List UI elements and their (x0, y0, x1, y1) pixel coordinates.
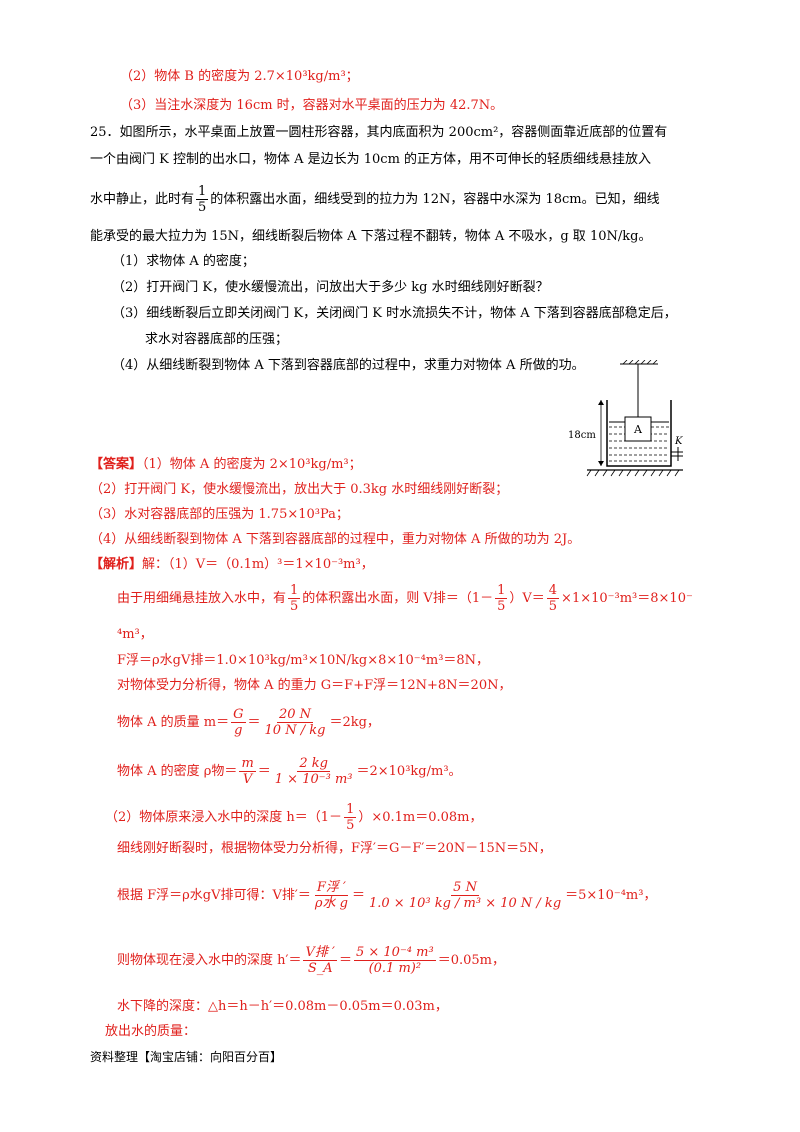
analysis-line-12: 放出水的质量： (105, 1024, 197, 1039)
block-a-label: A (633, 423, 643, 436)
prev-answer-2: （2）物体 B 的密度为 2.7×10³kg/m³； (120, 69, 359, 84)
analysis-line-1: 【解析】解：（1）V＝（0.1m）³＝1×10⁻³m³， (90, 557, 374, 572)
question-line-2: 一个由阀门 K 控制的出水口，物体 A 是边长为 10cm 的正方体，用不可伸长… (90, 152, 652, 167)
answer-tag: 【答案】 (90, 457, 143, 472)
question-line-1: 25．如图所示，水平桌面上放置一圆柱形容器，其内底面积为 200cm²，容器侧面… (90, 125, 668, 140)
analysis-tag: 【解析】 (90, 557, 143, 572)
sub-question-3: （3）细线断裂后立即关闭阀门 K，关闭阀门 K 时水流损失不计，物体 A 下落到… (112, 306, 677, 321)
analysis-line-11: 水下降的深度：△h＝h－h′＝0.08m－0.05m＝0.03m， (117, 999, 448, 1014)
answer-line-2: （2）打开阀门 K，使水缓慢流出，放出大于 0.3kg 水时细线刚好断裂； (90, 482, 509, 497)
analysis-line-10: 则物体现在浸入水中的深度 h′＝ V排 ′S_A ＝ 5 × 10⁻⁴ m³(0… (117, 945, 505, 976)
analysis-line-2-cont: ⁴m³， (117, 627, 153, 642)
analysis-line-8: 细线刚好断裂时，根据物体受力分析得，F浮′＝G－F′＝20N－15N＝5N， (117, 841, 552, 856)
sub-question-4: （4）从细线断裂到物体 A 下落到容器底部的过程中，求重力对物体 A 所做的功。 (112, 358, 585, 373)
analysis-line-4: 对物体受力分析得，物体 A 的重力 G＝F+F浮＝12N+8N＝20N， (117, 678, 512, 693)
sub-question-3-cont: 求水对容器底部的压强； (145, 332, 289, 347)
prev-answer-3: （3）当注水深度为 16cm 时，容器对水平桌面的压力为 42.7N。 (120, 98, 504, 113)
container-diagram: A 18cm K (568, 360, 683, 477)
answer-line-4: （4）从细线断裂到物体 A 下落到容器底部的过程中，重力对物体 A 所做的功为 … (90, 532, 581, 547)
question-number: 25． (90, 125, 120, 140)
answer-line-1: 【答案】（1）物体 A 的密度为 2×10³kg/m³； (90, 457, 362, 472)
footer-credit: 资料整理【淘宝店铺：向阳百分百】 (90, 1050, 283, 1064)
analysis-line-3: F浮＝ρ水gV排＝1.0×10³kg/m³×10N/kg×8×10⁻⁴m³＝8N… (117, 653, 490, 668)
valve-k-label: K (674, 436, 683, 447)
sub-question-1: （1）求物体 A 的密度； (112, 254, 255, 269)
depth-label: 18cm (568, 430, 596, 441)
sub-question-2: （2）打开阀门 K，使水缓慢流出，问放出大于多少 kg 水时细线刚好断裂？ (112, 280, 549, 295)
answer-line-3: （3）水对容器底部的压强为 1.75×10³Pa； (90, 507, 349, 522)
question-line-4: 能承受的最大拉力为 15N，细线断裂后物体 A 下落过程不翻转，物体 A 不吸水… (90, 229, 652, 244)
